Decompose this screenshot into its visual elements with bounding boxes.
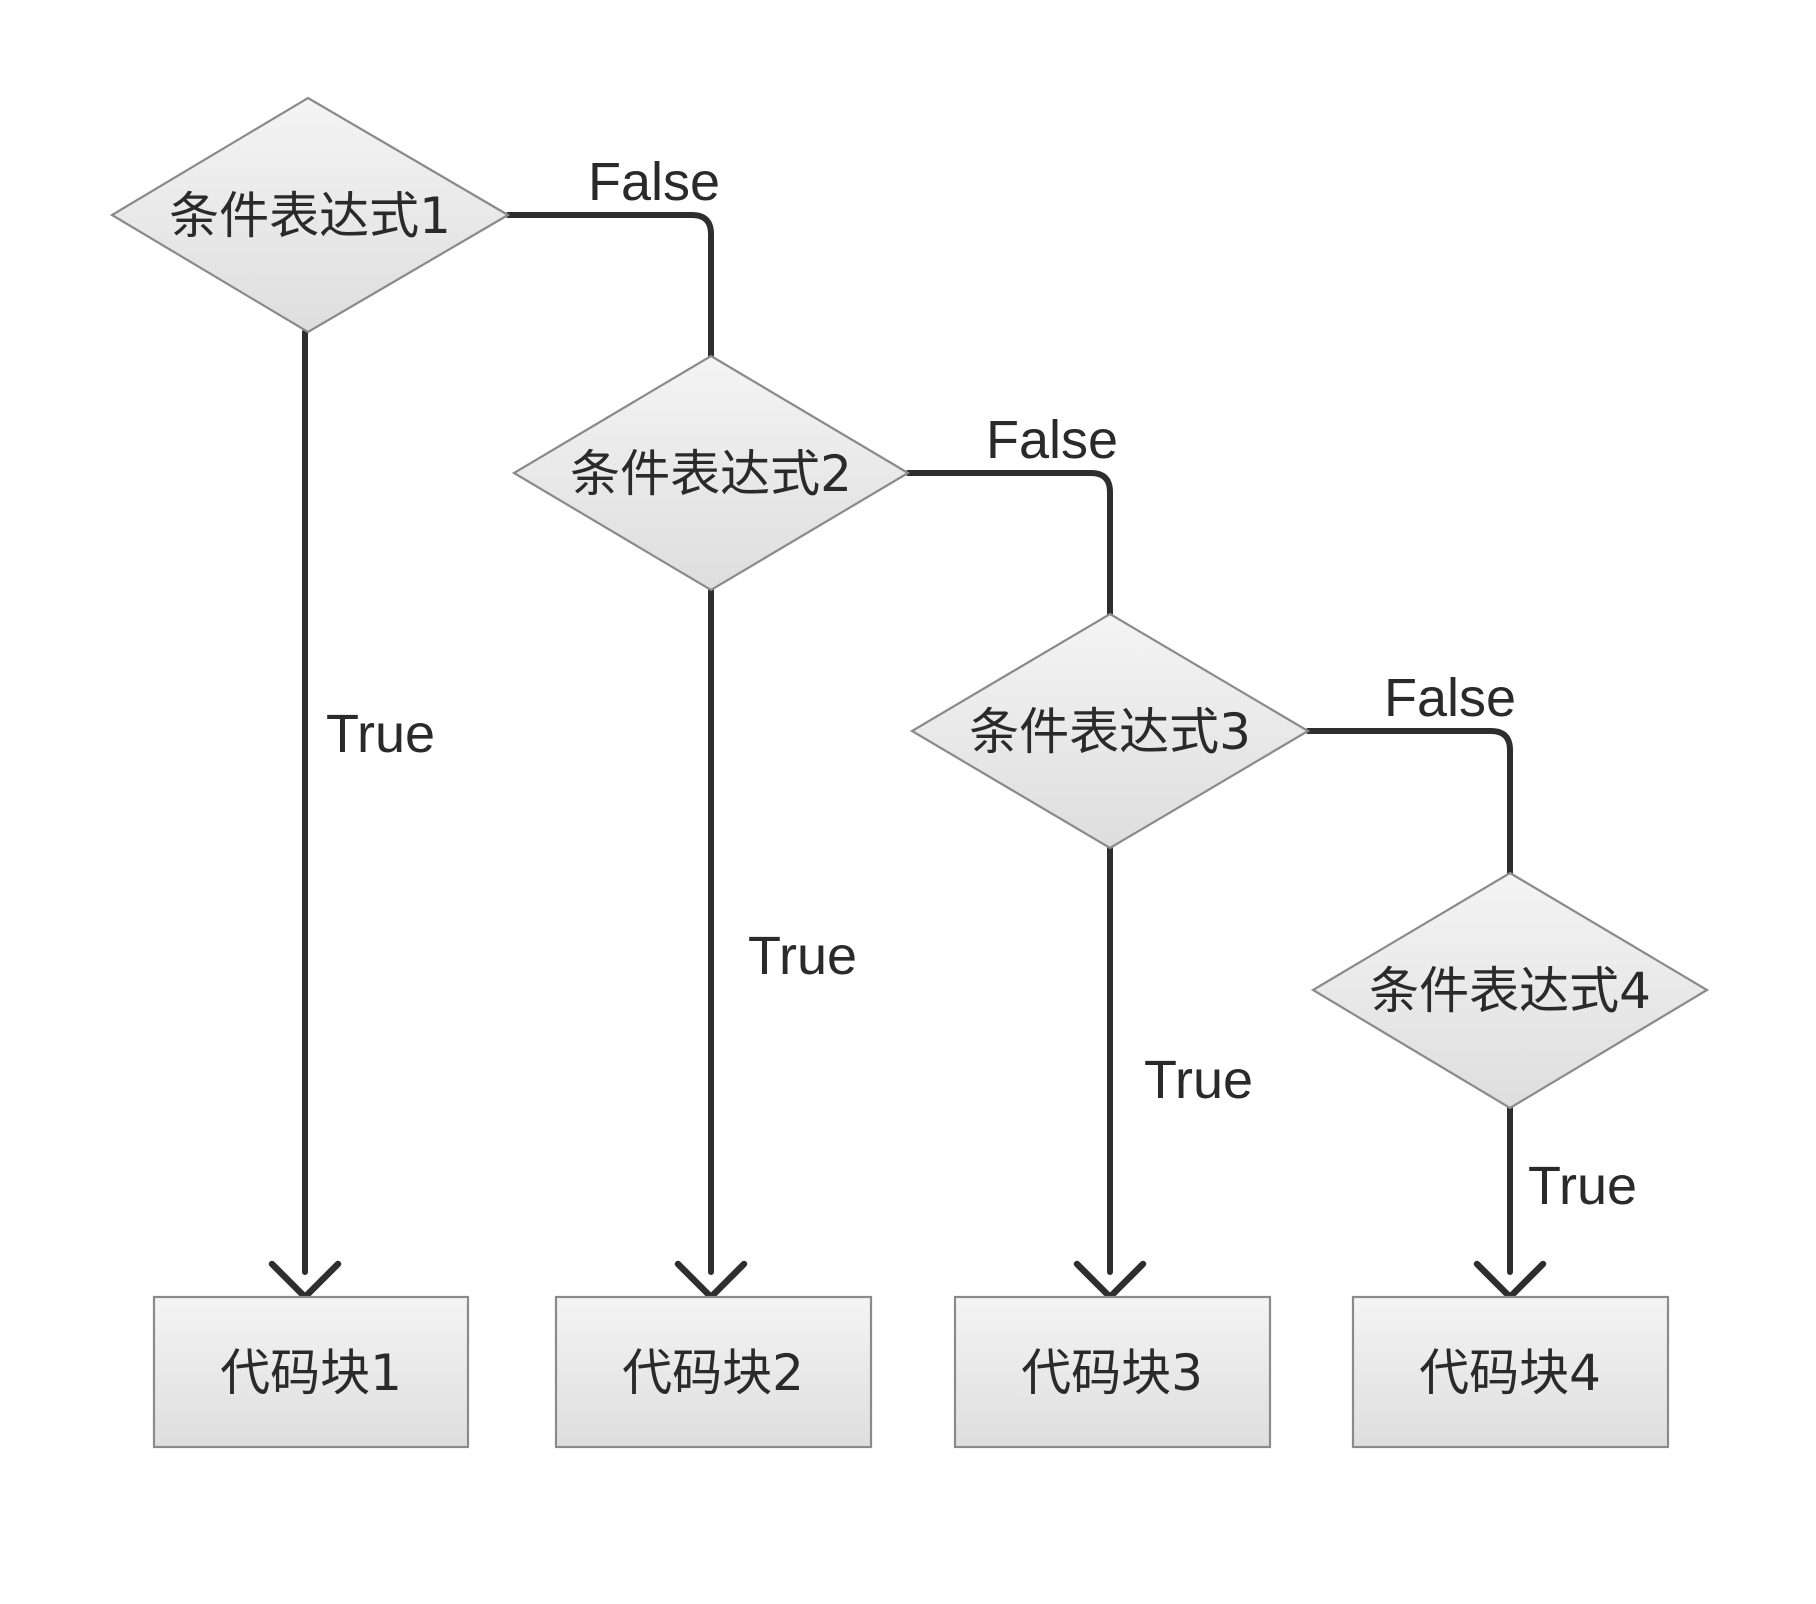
code-block-1-label: 代码块1 [220, 1344, 402, 1402]
code-block-4-label: 代码块4 [1419, 1344, 1601, 1402]
condition-node-2: 条件表达式2 [511, 354, 911, 592]
edge-label-cond2-true: True [748, 926, 857, 986]
code-block-1: 代码块1 [152, 1295, 470, 1449]
edge-cond3-false [1305, 728, 1513, 876]
code-block-3-label: 代码块3 [1021, 1344, 1203, 1402]
edge-label-cond3-false: False [1384, 668, 1516, 728]
edge-label-cond1-true: True [326, 704, 435, 764]
condition-node-1: 条件表达式1 [109, 96, 511, 334]
code-block-2: 代码块2 [554, 1295, 873, 1449]
condition-node-4: 条件表达式4 [1310, 871, 1710, 1110]
condition-node-2-label: 条件表达式2 [570, 445, 852, 503]
edge-cond1-false [505, 212, 714, 359]
condition-node-3-label: 条件表达式3 [969, 703, 1251, 761]
edge-cond2-false [905, 470, 1113, 617]
condition-node-4-label: 条件表达式4 [1369, 962, 1651, 1020]
edge-label-cond4-true: True [1528, 1156, 1637, 1216]
code-block-3: 代码块3 [953, 1295, 1272, 1449]
code-block-4: 代码块4 [1351, 1295, 1670, 1449]
edge-label-cond2-false: False [986, 410, 1118, 470]
condition-node-1-label: 条件表达式1 [169, 187, 451, 245]
edge-label-cond3-true: True [1144, 1050, 1253, 1110]
condition-node-3: 条件表达式3 [909, 612, 1311, 850]
code-block-2-label: 代码块2 [622, 1344, 804, 1402]
edge-label-cond1-false: False [588, 152, 720, 212]
